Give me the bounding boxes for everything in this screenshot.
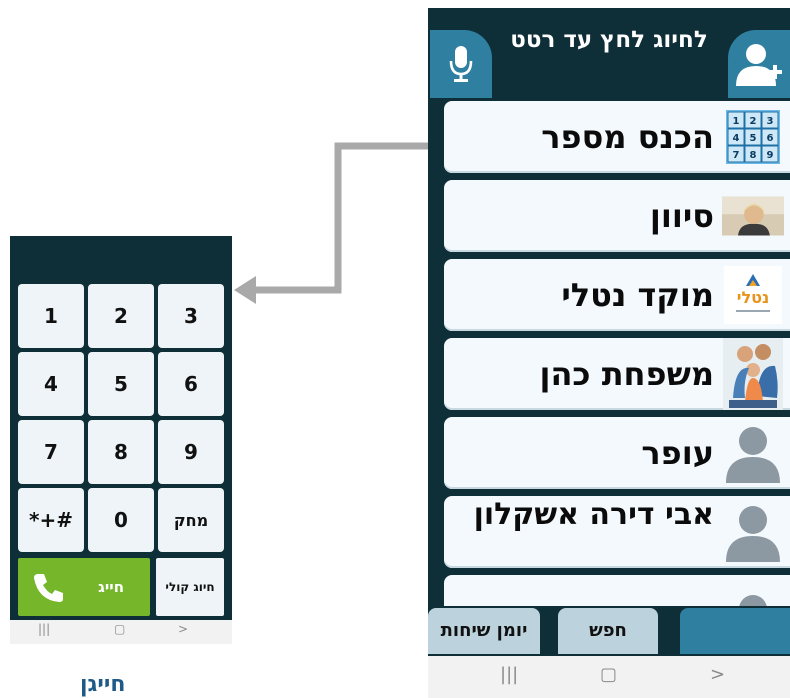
svg-text:9: 9 [767,150,774,161]
contact-photo [722,186,784,246]
key-3[interactable]: 3 [158,284,224,348]
tab-search[interactable]: חפש [558,608,658,654]
svg-text:5: 5 [750,133,757,144]
voice-dial-button[interactable]: חיוג קולי [156,558,224,616]
contact-name: אבי דירה אשקלון [473,497,714,532]
contact-natali-center[interactable]: מוקד נטלי נטלי [444,259,790,331]
natali-logo: נטלי [722,265,784,325]
contact-avi-apartment[interactable]: אבי דירה אשקלון [444,496,790,568]
tab-empty[interactable] [680,608,790,654]
microphone-icon [449,46,473,82]
add-contact-button[interactable] [728,30,790,98]
svg-text:7: 7 [733,150,740,161]
tab-call-log[interactable]: יומן שיחות [428,608,540,654]
dialer-screen: 1 2 3 4 5 6 7 8 9 *+# 0 מחק חייג חיוג קו… [10,236,232,644]
key-4[interactable]: 4 [18,352,84,416]
contact-photo [722,338,784,410]
contact-name: מוקד נטלי [561,276,714,314]
delete-label: מחק [173,510,209,530]
avatar-icon [722,423,784,483]
key-2[interactable]: 2 [88,284,154,348]
contact-cohen-family[interactable]: משפחת כהן [444,338,790,410]
contact-name: סיוון [649,197,714,235]
recents-icon[interactable]: ||| [38,622,51,636]
key-star-plus-hash[interactable]: *+# [18,488,84,552]
svg-text:6: 6 [767,133,774,144]
key-9[interactable]: 9 [158,420,224,484]
contact-name: משפחת כהן [539,355,714,393]
key-5[interactable]: 5 [88,352,154,416]
header-title: לחיוג לחץ עד רטט [510,27,708,53]
key-1[interactable]: 1 [18,284,84,348]
back-icon[interactable]: > [178,622,189,636]
svg-text:1: 1 [733,116,740,127]
contact-name: הכנס מספר [541,118,714,156]
svg-text:3: 3 [767,116,774,127]
contact-ofer[interactable]: עופר [444,417,790,489]
contact-sivan[interactable]: סיוון [444,180,790,252]
key-6[interactable]: 6 [158,352,224,416]
header: לחיוג לחץ עד רטט [428,8,790,100]
bottom-tabs: יומן שיחות חפש [428,606,790,656]
contact-name: עופר [641,434,714,472]
call-button[interactable]: חייג [18,558,150,616]
home-icon[interactable]: ▢ [600,664,618,685]
voice-dial-button[interactable] [430,30,492,98]
recents-icon[interactable]: ||| [500,664,519,685]
add-contact-icon [736,44,782,86]
delete-button[interactable]: מחק [158,488,224,552]
key-8[interactable]: 8 [88,420,154,484]
call-label: חייג [98,578,124,596]
svg-text:2: 2 [750,116,757,127]
key-7[interactable]: 7 [18,420,84,484]
svg-text:8: 8 [750,150,757,161]
back-icon[interactable]: > [710,664,726,685]
key-0[interactable]: 0 [88,488,154,552]
svg-text:4: 4 [733,133,740,144]
avatar-icon [722,502,784,562]
caption: חייגן [80,672,126,697]
phone-icon [34,574,63,602]
home-icon[interactable]: ▢ [114,622,126,636]
system-nav-bar: ||| ▢ > [10,620,232,644]
logo-text: נטלי [736,288,770,307]
system-nav-bar: ||| ▢ > [428,656,790,698]
